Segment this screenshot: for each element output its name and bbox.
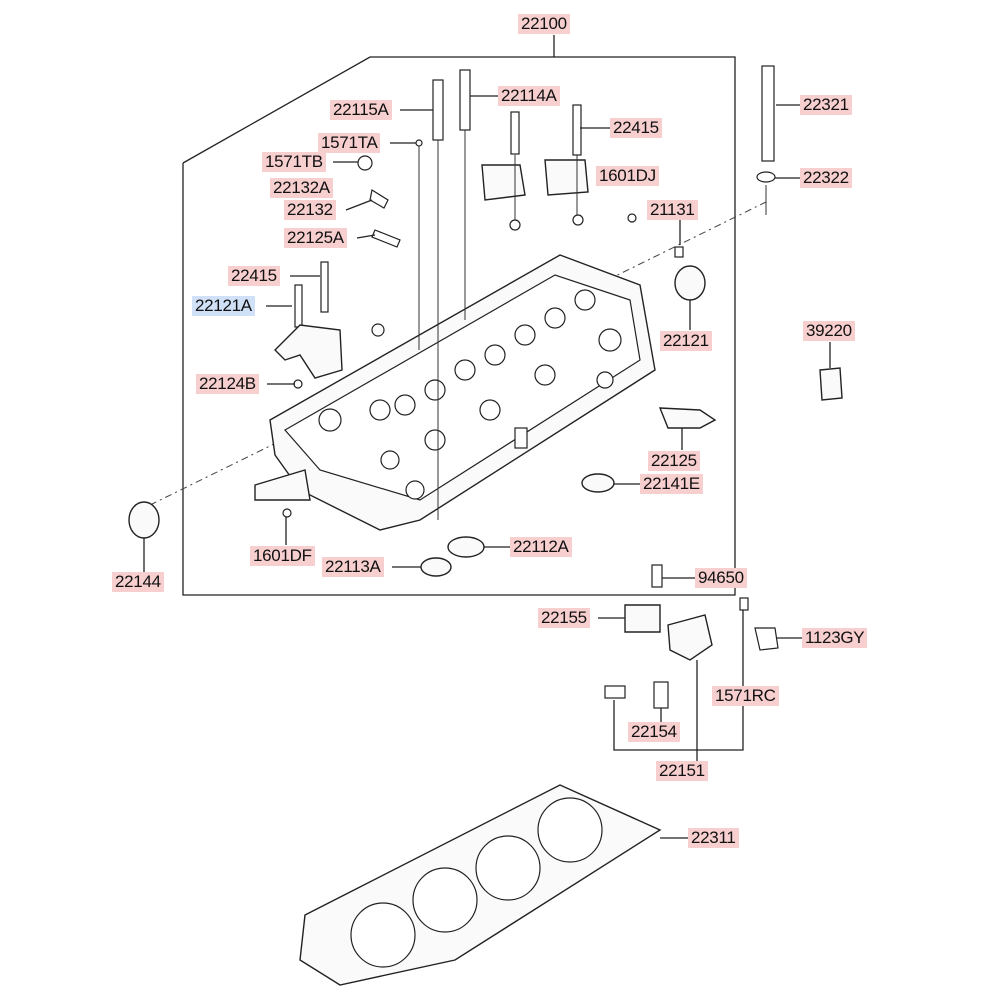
leader-lines <box>143 95 831 839</box>
label-22415-left[interactable]: 22415 <box>228 266 280 286</box>
label-22121[interactable]: 22121 <box>660 331 712 351</box>
label-22151[interactable]: 22151 <box>656 761 708 781</box>
label-22144[interactable]: 22144 <box>112 572 164 592</box>
head-gasket <box>299 784 662 986</box>
label-1601DJ[interactable]: 1601DJ <box>596 166 659 186</box>
label-22113A[interactable]: 22113A <box>322 557 384 577</box>
label-39220[interactable]: 39220 <box>803 321 855 341</box>
right-parts <box>128 65 843 577</box>
label-1601DF[interactable]: 1601DF <box>250 546 315 566</box>
label-1571TA[interactable]: 1571TA <box>318 133 381 153</box>
label-22132A[interactable]: 22132A <box>270 178 333 198</box>
cylinder-head <box>254 254 656 531</box>
label-1123GY[interactable]: 1123GY <box>802 628 868 648</box>
label-1571TB[interactable]: 1571TB <box>262 152 326 172</box>
label-22141E[interactable]: 22141E <box>640 474 703 494</box>
label-22132[interactable]: 22132 <box>284 200 336 220</box>
label-21131[interactable]: 21131 <box>647 200 698 220</box>
left-parts <box>274 261 385 518</box>
label-94650[interactable]: 94650 <box>695 568 747 588</box>
label-22311[interactable]: 22311 <box>688 828 739 848</box>
label-22321[interactable]: 22321 <box>800 95 852 115</box>
label-22125A[interactable]: 22125A <box>284 228 347 248</box>
label-22114A[interactable]: 22114A <box>498 86 560 106</box>
label-22121A[interactable]: 22121A <box>192 296 255 316</box>
label-22415-top[interactable]: 22415 <box>610 118 662 138</box>
label-22115A[interactable]: 22115A <box>330 100 392 120</box>
label-22124B[interactable]: 22124B <box>196 374 259 394</box>
label-22322[interactable]: 22322 <box>800 168 852 188</box>
label-22100[interactable]: 22100 <box>518 14 570 34</box>
group-box <box>182 56 736 596</box>
sensor-assembly <box>604 564 779 762</box>
label-22112A[interactable]: 22112A <box>510 537 572 557</box>
label-1571RC[interactable]: 1571RC <box>712 686 779 706</box>
label-22125[interactable]: 22125 <box>648 451 700 471</box>
label-22155[interactable]: 22155 <box>538 608 590 628</box>
label-22154[interactable]: 22154 <box>628 722 680 742</box>
